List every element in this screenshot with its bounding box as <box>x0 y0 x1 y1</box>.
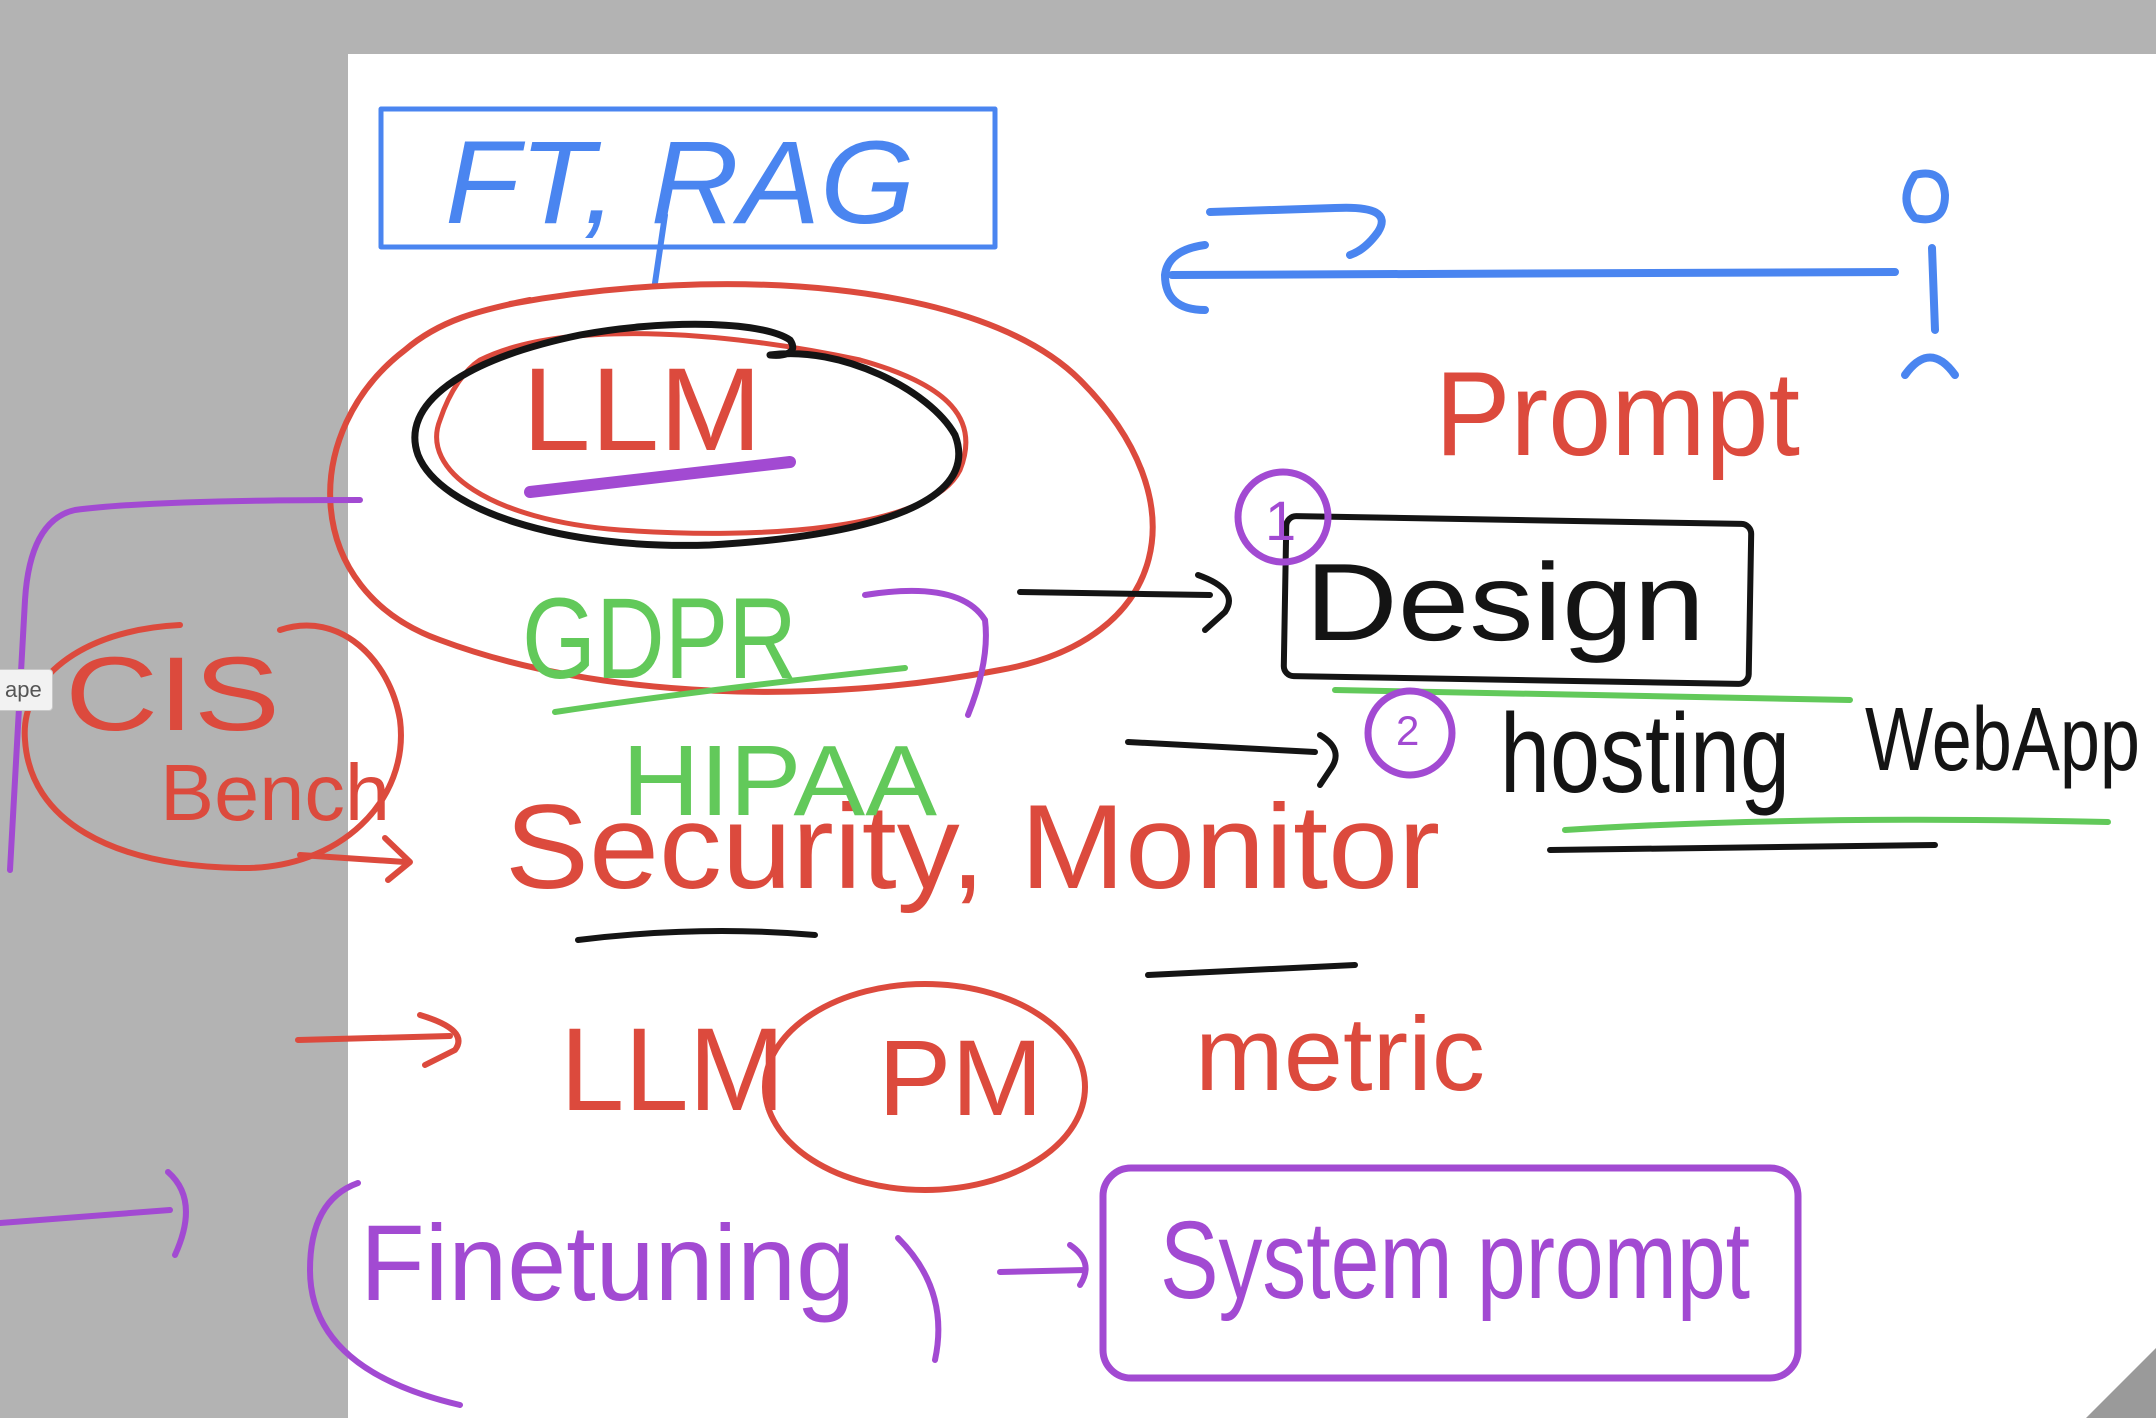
tool-tooltip: ape <box>0 669 53 711</box>
resize-grip-icon[interactable] <box>2086 1348 2156 1418</box>
whiteboard-canvas[interactable] <box>348 54 2156 1418</box>
